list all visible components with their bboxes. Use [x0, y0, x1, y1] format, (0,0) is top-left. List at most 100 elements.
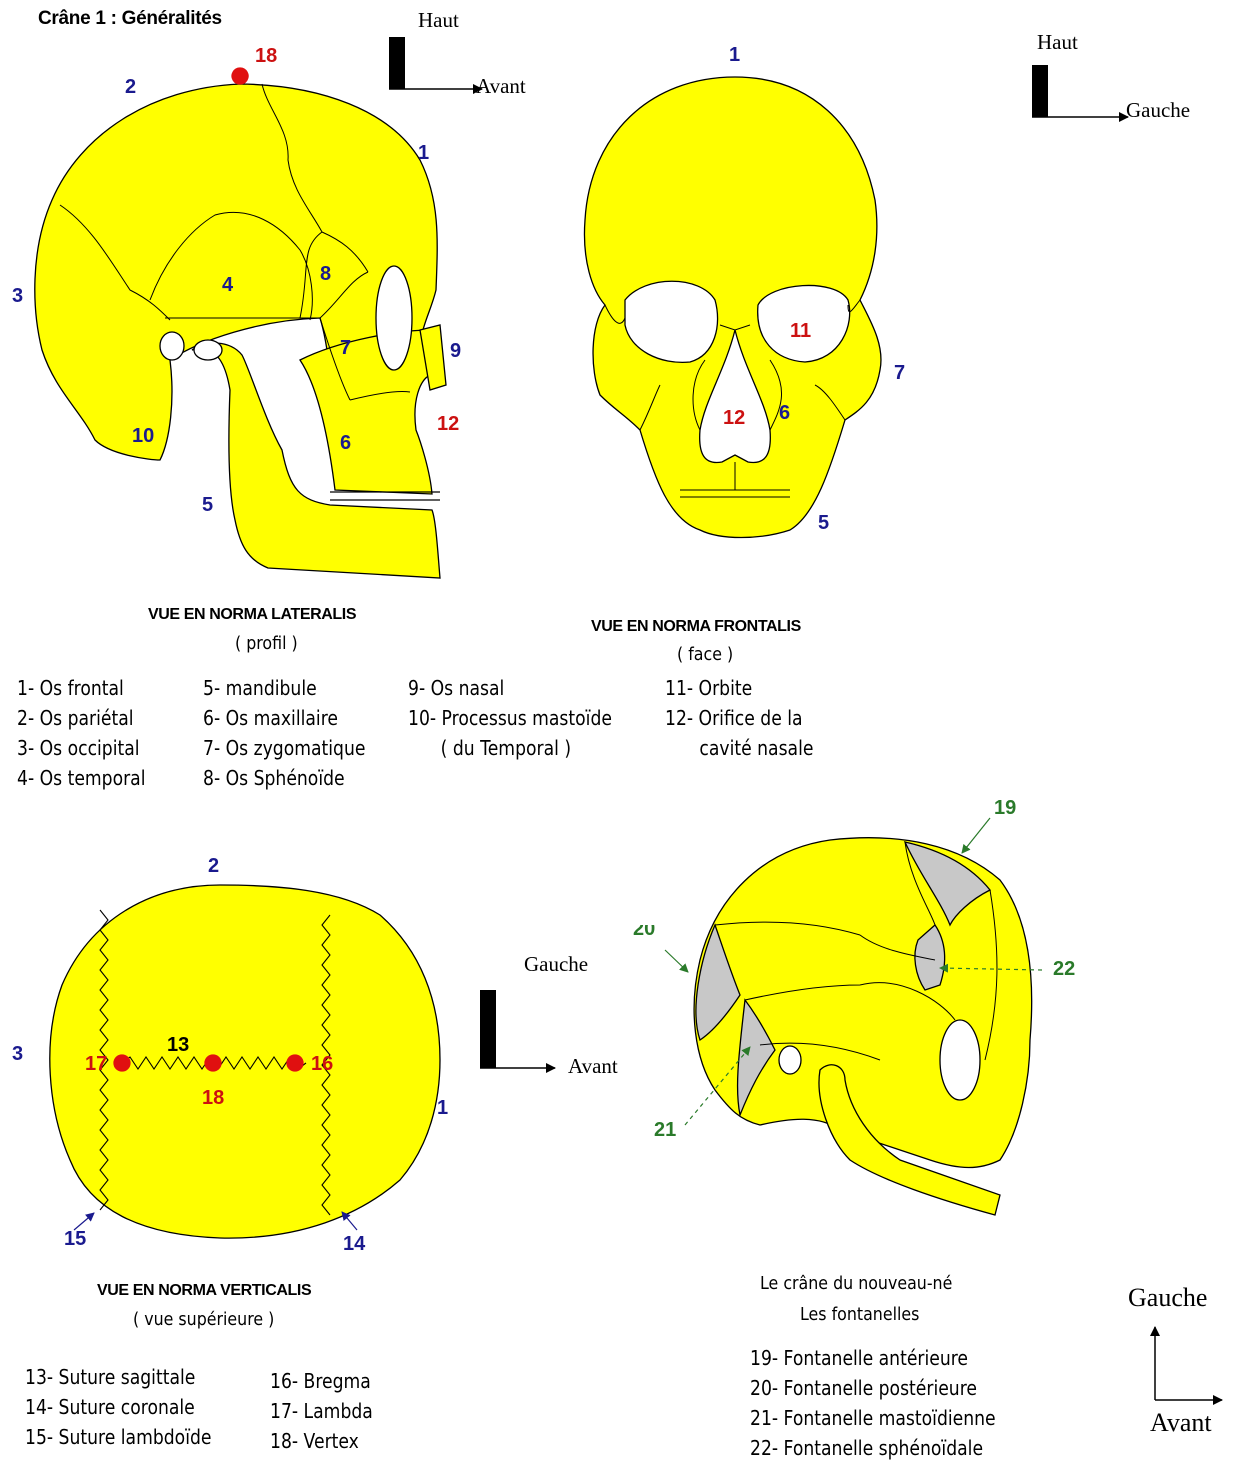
page-title: Crâne 1 : Généralités — [38, 8, 222, 30]
lateral-label-7: 7 — [340, 337, 351, 360]
newborn-orbit — [940, 1020, 980, 1100]
legend-item: 2- Os pariétal — [17, 703, 146, 733]
lateral-label-5: 5 — [202, 494, 213, 517]
frontal-subtitle: ( face ) — [677, 644, 733, 665]
lateral-axis-right-label: Avant — [476, 74, 526, 99]
legend-item: 15- Suture lambdoïde — [25, 1422, 211, 1452]
lateral-label-1: 1 — [418, 142, 429, 165]
lambda-marker — [114, 1055, 130, 1071]
legend-item: 20- Fontanelle postérieure — [750, 1373, 996, 1403]
lateral-label-9: 9 — [450, 340, 461, 363]
vertical-label-18: 18 — [202, 1087, 224, 1110]
legend-item: cavité nasale — [665, 733, 813, 763]
vertical-skull — [50, 885, 440, 1238]
legend-item: 22- Fontanelle sphénoïdale — [750, 1433, 996, 1462]
lateral-subtitle: ( profil ) — [235, 633, 298, 654]
legend-item: 10- Processus mastoïde — [408, 703, 612, 733]
lateral-label-6: 6 — [340, 432, 351, 455]
lateral-caption: VUE EN NORMA LATERALIS — [148, 606, 356, 624]
lateral-condyle-notch — [194, 340, 222, 360]
frontal-label-5: 5 — [818, 512, 829, 535]
vertical-label-1: 1 — [437, 1097, 448, 1120]
legend-item: 7- Os zygomatique — [203, 733, 365, 763]
legend-item: 8- Os Sphénoïde — [203, 763, 365, 793]
legend-bottom-col2: 16- Bregma 17- Lambda 18- Vertex — [270, 1366, 373, 1456]
newborn-axis-up-label: Gauche — [1128, 1283, 1207, 1313]
frontal-label-12: 12 — [723, 407, 745, 430]
legend-item: 21- Fontanelle mastoïdienne — [750, 1403, 996, 1433]
lateral-label-3: 3 — [12, 285, 23, 308]
newborn-skull — [694, 838, 1032, 1215]
lateral-label-12: 12 — [437, 413, 459, 436]
newborn-label-22: 22 — [1053, 958, 1075, 981]
frontal-label-1: 1 — [729, 44, 740, 67]
newborn-axis-right-label: Avant — [1150, 1408, 1212, 1438]
lateral-ear-hole — [160, 332, 184, 360]
lateral-orbit — [376, 266, 412, 370]
frontal-label-7: 7 — [894, 362, 905, 385]
vertical-axis-right-label: Avant — [568, 1054, 618, 1079]
legend-item: 3- Os occipital — [17, 733, 146, 763]
newborn-ear-hole — [779, 1046, 801, 1074]
legend-item: 14- Suture coronale — [25, 1392, 211, 1422]
legend-top-col4: 11- Orbite 12- Orifice de la cavité nasa… — [665, 673, 813, 763]
legend-item: 9- Os nasal — [408, 673, 612, 703]
arrow-19 — [962, 818, 990, 853]
vertical-axes — [480, 990, 555, 1068]
legend-top-col1: 1- Os frontal 2- Os pariétal 3- Os occip… — [17, 673, 146, 793]
legend-item: 16- Bregma — [270, 1366, 373, 1396]
bregma-marker — [287, 1055, 303, 1071]
legend-item: 4- Os temporal — [17, 763, 146, 793]
vertical-label-17: 17 — [85, 1053, 107, 1076]
vertical-subtitle: ( vue supérieure ) — [133, 1309, 274, 1330]
frontal-axis-up-label: Haut — [1037, 30, 1078, 55]
frontal-axis-right-label: Gauche — [1126, 98, 1190, 123]
newborn-caption-2: Les fontanelles — [800, 1304, 919, 1325]
legend-item: 18- Vertex — [270, 1426, 373, 1456]
vertical-axis-up-label: Gauche — [524, 952, 588, 977]
newborn-label-19: 19 — [994, 797, 1016, 820]
vertical-label-13: 13 — [167, 1034, 189, 1057]
legend-top-col3: 9- Os nasal 10- Processus mastoïde ( du … — [408, 673, 612, 763]
legend-item: 1- Os frontal — [17, 673, 146, 703]
frontal-skull — [584, 77, 881, 538]
vertical-label-16: 16 — [311, 1053, 333, 1076]
newborn-caption-1: Le crâne du nouveau-né — [760, 1273, 952, 1294]
legend-item: ( du Temporal ) — [408, 733, 612, 763]
lateral-axis-up-label: Haut — [418, 8, 459, 33]
legend-top-col2: 5- mandibule 6- Os maxillaire 7- Os zygo… — [203, 673, 365, 793]
vertical-label-14: 14 — [343, 1233, 365, 1256]
lateral-maxilla — [300, 330, 432, 494]
lateral-label-2: 2 — [125, 76, 136, 99]
frontal-label-6: 6 — [779, 402, 790, 425]
lateral-vertex-marker — [232, 68, 248, 84]
lateral-label-8: 8 — [320, 263, 331, 286]
legend-item: 6- Os maxillaire — [203, 703, 365, 733]
vertex-marker — [205, 1055, 221, 1071]
vertical-label-3: 3 — [12, 1043, 23, 1066]
frontal-label-11: 11 — [790, 320, 811, 343]
arrow-14 — [342, 1212, 357, 1230]
lateral-skull — [35, 68, 446, 578]
legend-item: 12- Orifice de la — [665, 703, 813, 733]
legend-item: 17- Lambda — [270, 1396, 373, 1426]
legend-bottom-col3: 19- Fontanelle antérieure 20- Fontanelle… — [750, 1343, 996, 1462]
vertical-label-15: 15 — [64, 1228, 86, 1251]
newborn-axes — [1155, 1327, 1222, 1400]
legend-bottom-col1: 13- Suture sagittale 14- Suture coronale… — [25, 1362, 211, 1452]
lateral-label-4: 4 — [222, 274, 233, 297]
vertical-label-2: 2 — [208, 855, 219, 878]
legend-item: 5- mandibule — [203, 673, 365, 703]
newborn-label-21: 21 — [654, 1119, 676, 1142]
vertical-caption: VUE EN NORMA VERTICALIS — [97, 1282, 311, 1300]
legend-item: 11- Orbite — [665, 673, 813, 703]
lateral-label-10: 10 — [132, 425, 154, 448]
arrow-20 — [665, 950, 688, 972]
lateral-axes — [389, 37, 482, 89]
legend-item: 13- Suture sagittale — [25, 1362, 211, 1392]
frontal-axes — [1032, 65, 1128, 117]
frontal-caption: VUE EN NORMA FRONTALIS — [591, 618, 801, 636]
lateral-label-18: 18 — [255, 45, 277, 68]
